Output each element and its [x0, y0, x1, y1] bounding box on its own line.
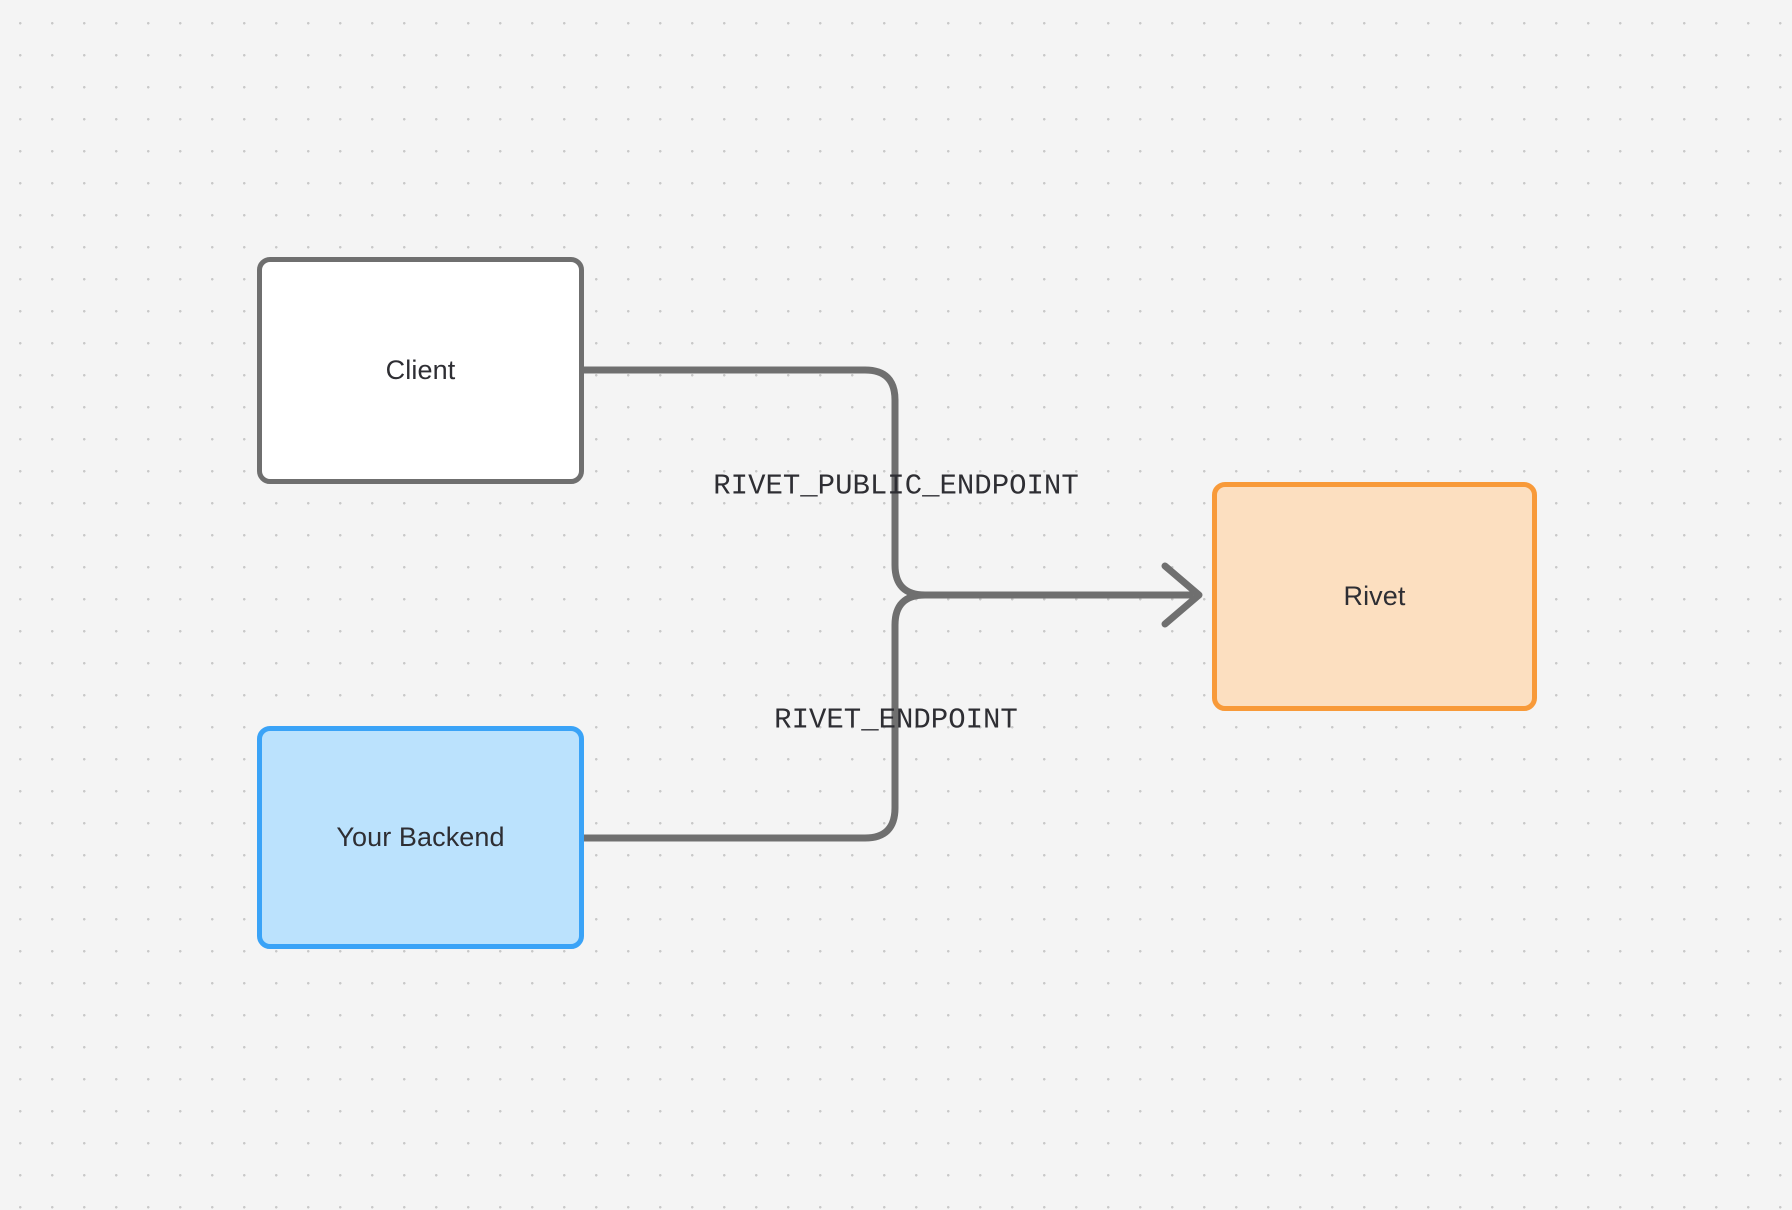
node-rivet[interactable]: Rivet	[1212, 482, 1537, 711]
node-your-backend-label: Your Backend	[336, 822, 505, 853]
edge-label-rivet-endpoint: RIVET_ENDPOINT	[774, 703, 1018, 737]
node-client-label: Client	[385, 355, 456, 386]
node-your-backend[interactable]: Your Backend	[257, 726, 584, 949]
edge-label-rivet-public-endpoint: RIVET_PUBLIC_ENDPOINT	[713, 469, 1079, 503]
edge-arrowhead-rivet	[1161, 562, 1203, 628]
node-rivet-label: Rivet	[1343, 581, 1406, 612]
node-client[interactable]: Client	[257, 257, 584, 484]
